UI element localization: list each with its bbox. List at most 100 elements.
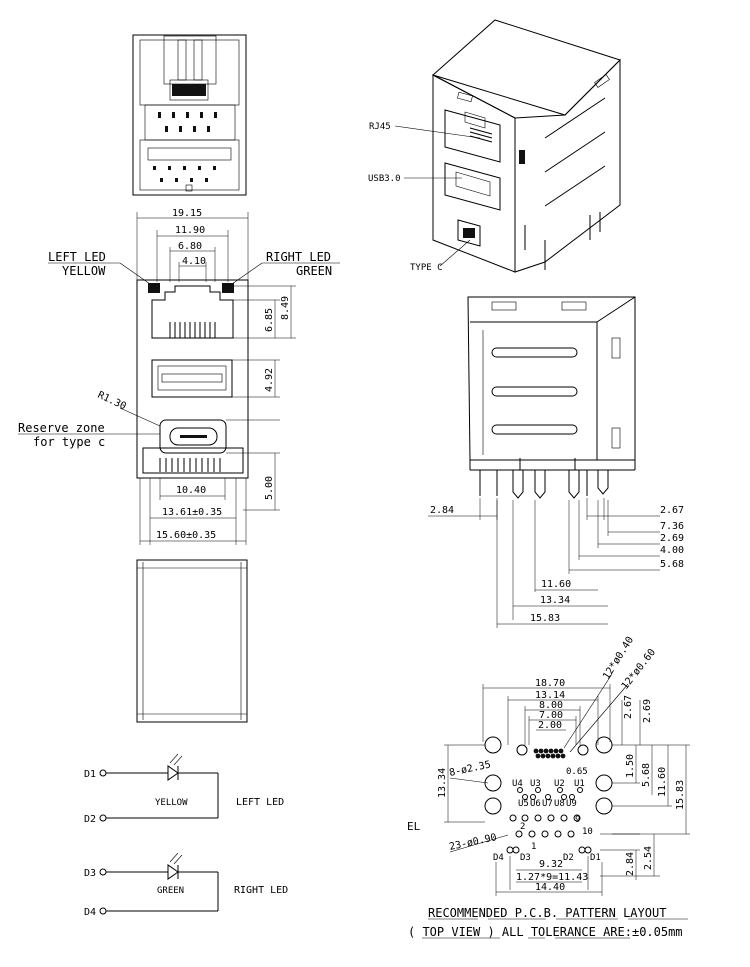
- dim-w-10-40: 10.40: [176, 485, 206, 496]
- side-dim-2-84: 2.84: [430, 505, 454, 516]
- iso-rj45-contacts: [469, 127, 493, 143]
- top-view-pins: [158, 112, 217, 132]
- pcb-mount-hole: [484, 736, 502, 754]
- pcb-u9: U9: [566, 799, 577, 809]
- pcb-caption-title: RECOMMENDED P.C.B. PATTERN LAYOUT: [428, 906, 666, 920]
- pcb-pin-1: 1: [531, 842, 536, 852]
- iso-typec-label: TYPE C: [410, 263, 443, 273]
- right-led-color: GREEN: [296, 264, 332, 278]
- pcb-d-2-67: 2.67: [623, 695, 634, 719]
- pcb-w-13-14: 13.14: [535, 690, 565, 701]
- side-pins: [479, 458, 609, 499]
- reserve-zone-label: Reserve zone: [18, 421, 105, 435]
- pcb-mount-hole: [516, 744, 528, 756]
- pcb-u2: U2: [554, 779, 565, 789]
- pcb-pin-d4: D4: [493, 853, 504, 863]
- pcb-d-15-83: 15.83: [675, 780, 686, 810]
- rj45-contacts: [169, 322, 216, 338]
- pcb-el-mark: EL: [407, 820, 421, 833]
- rear-view: [136, 559, 248, 723]
- pcb-w-18-70: 18.70: [535, 678, 565, 689]
- pcb-layout: 18.70 13.14 8.00 7.00 2.00 12*ø0.40 12*ø…: [407, 635, 690, 939]
- pcb-d-2-54: 2.54: [643, 846, 654, 870]
- pcb-mount-hole: [595, 736, 613, 754]
- side-dim-11-60: 11.60: [541, 579, 571, 590]
- schem-d3: D3: [84, 868, 96, 879]
- reserve-zone-sub: for type c: [33, 435, 105, 449]
- pcb-mount-hole: [577, 744, 589, 756]
- pcb-pin-10: 10: [582, 827, 593, 837]
- pcb-u4: U4: [512, 779, 523, 789]
- schem-d2: D2: [84, 814, 96, 825]
- pcb-usb-holes: [517, 787, 583, 800]
- pcb-caption-tolerance: ( TOP VIEW ) ALL TOLERANCE ARE:±0.05mm: [408, 925, 683, 939]
- pcb-pin-2: 2: [520, 822, 525, 832]
- pcb-u3: U3: [530, 779, 541, 789]
- schem-d1: D1: [84, 769, 96, 780]
- pcb-pin-d2: D2: [563, 853, 574, 863]
- pcb-d-2-84: 2.84: [625, 852, 636, 876]
- front-bottom-pins: [159, 458, 221, 472]
- pcb-d-5-68: 5.68: [641, 763, 652, 787]
- dim-width-4-10: 4.10: [182, 256, 206, 267]
- side-dim-2-69: 2.69: [660, 533, 684, 544]
- side-dim-15-83: 15.83: [530, 613, 560, 624]
- pcb-mount-hole: [595, 774, 613, 792]
- pcb-w-7-00: 7.00: [539, 710, 563, 721]
- side-dim-13-34: 13.34: [540, 595, 570, 606]
- pcb-d-0-65: 0.65: [566, 767, 588, 777]
- schem-yellow: YELLOW: [155, 798, 188, 808]
- side-dim-4-00: 4.00: [660, 545, 684, 556]
- dim-width-6-80: 6.80: [178, 241, 202, 252]
- iso-view: RJ45 USB3.0 TYPE C: [368, 19, 621, 273]
- pcb-d-pitch: 1.27*9=11.43: [516, 872, 588, 883]
- pcb-d-1-50: 1.50: [625, 754, 636, 778]
- pcb-u5: U5: [518, 799, 529, 809]
- pcb-hole-2-35: 8-ø2.35: [448, 759, 492, 779]
- led-schematic: D1 D2 YELLOW LEFT LED D3 D4 GREEN RIGHT …: [84, 753, 288, 918]
- side-view: 2.84 2.67 7.36 2.69 4.00 5.68 11.60 13.3…: [428, 296, 684, 628]
- front-view: 19.15 11.90 6.80 4.10 LEFT LED YELLOW RI…: [18, 208, 340, 545]
- pcb-d-9-32: 9.32: [539, 859, 563, 870]
- pcb-d-2-69: 2.69: [642, 699, 653, 723]
- pcb-rj45-holes: [506, 814, 592, 854]
- pcb-w-2-00: 2.00: [538, 720, 562, 731]
- top-view: [132, 34, 247, 196]
- iso-usb-label: USB3.0: [368, 174, 401, 184]
- pcb-hole-0-90: 23-ø0.90: [448, 832, 497, 853]
- side-dim-5-68: 5.68: [660, 559, 684, 570]
- pcb-w-8-00: 8.00: [539, 700, 563, 711]
- pcb-mount-hole: [484, 774, 502, 792]
- schem-green: GREEN: [157, 886, 184, 896]
- side-dim-2-67: 2.67: [660, 505, 684, 516]
- dim-h-5-00: 5.00: [264, 476, 275, 500]
- dim-width-total: 19.15: [172, 208, 202, 219]
- dim-h-6-85: 6.85: [264, 308, 275, 332]
- iso-rj45-label: RJ45: [369, 122, 391, 132]
- pcb-u7: U7: [542, 799, 553, 809]
- dim-h-8-49: 8.49: [280, 296, 291, 320]
- pcb-d-11-60: 11.60: [657, 767, 668, 797]
- side-dim-7-36: 7.36: [660, 521, 684, 532]
- schem-d4: D4: [84, 907, 96, 918]
- dim-w-13-61: 13.61±0.35: [162, 507, 222, 518]
- pcb-u6: U6: [530, 799, 541, 809]
- pcb-mount-hole: [595, 797, 613, 815]
- pcb-u8: U8: [554, 799, 565, 809]
- schem-left-led: LEFT LED: [236, 797, 284, 808]
- pcb-pin-9: 9: [575, 815, 580, 825]
- pcb-u1: U1: [574, 779, 585, 789]
- dim-h-4-92: 4.92: [264, 368, 275, 392]
- right-led-label: RIGHT LED: [266, 250, 331, 264]
- pcb-d-14-40: 14.40: [535, 882, 565, 893]
- dim-w-15-60: 15.60±0.35: [156, 530, 216, 541]
- pcb-d-13-34: 13.34: [437, 768, 448, 798]
- left-led-color: YELLOW: [62, 264, 106, 278]
- pcb-pin-d1: D1: [590, 853, 601, 863]
- pcb-typec-holes: [533, 748, 566, 759]
- pcb-pin-d3: D3: [520, 853, 531, 863]
- schem-right-led: RIGHT LED: [234, 885, 288, 896]
- dim-width-11-90: 11.90: [175, 225, 205, 236]
- left-led-label: LEFT LED: [48, 250, 106, 264]
